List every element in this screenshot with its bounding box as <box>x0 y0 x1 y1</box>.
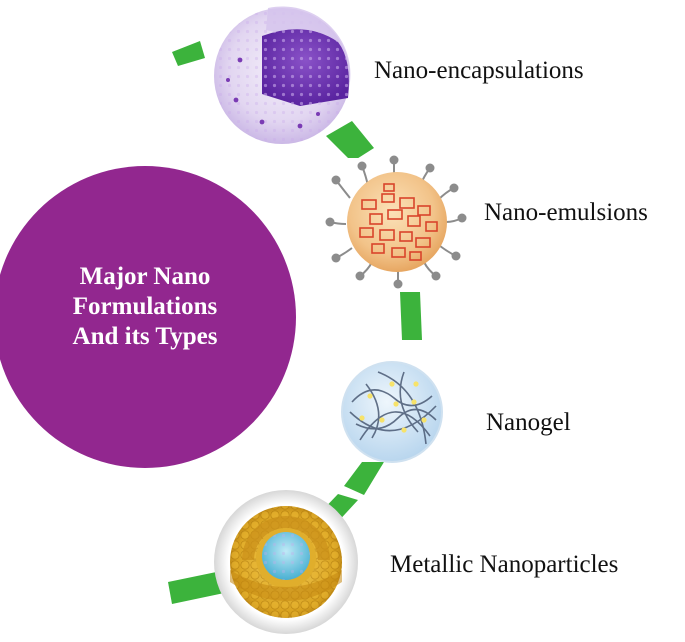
type-label-nano-encapsulations: Nano-encapsulations <box>374 56 584 86</box>
center-title-line: And its Types <box>0 322 290 352</box>
type-label-nanogel: Nanogel <box>486 408 571 438</box>
connector-segment <box>400 292 422 340</box>
connector-segment <box>344 462 384 495</box>
connector-segment <box>326 121 374 162</box>
liposome-cross-section-icon <box>214 490 358 634</box>
emulsion-droplet-icon <box>322 156 467 289</box>
type-label-nano-emulsions: Nano-emulsions <box>484 198 648 228</box>
center-title: Major Nano Formulations And its Types <box>0 262 290 352</box>
center-title-line: Formulations <box>0 292 290 322</box>
type-label-metallic-nanoparticles: Metallic Nanoparticles <box>390 550 618 580</box>
connector-segment <box>172 41 205 66</box>
center-title-line: Major Nano <box>0 262 290 292</box>
lipid-nanoparticle-icon <box>214 6 350 144</box>
nanogel-network-icon <box>342 362 442 462</box>
